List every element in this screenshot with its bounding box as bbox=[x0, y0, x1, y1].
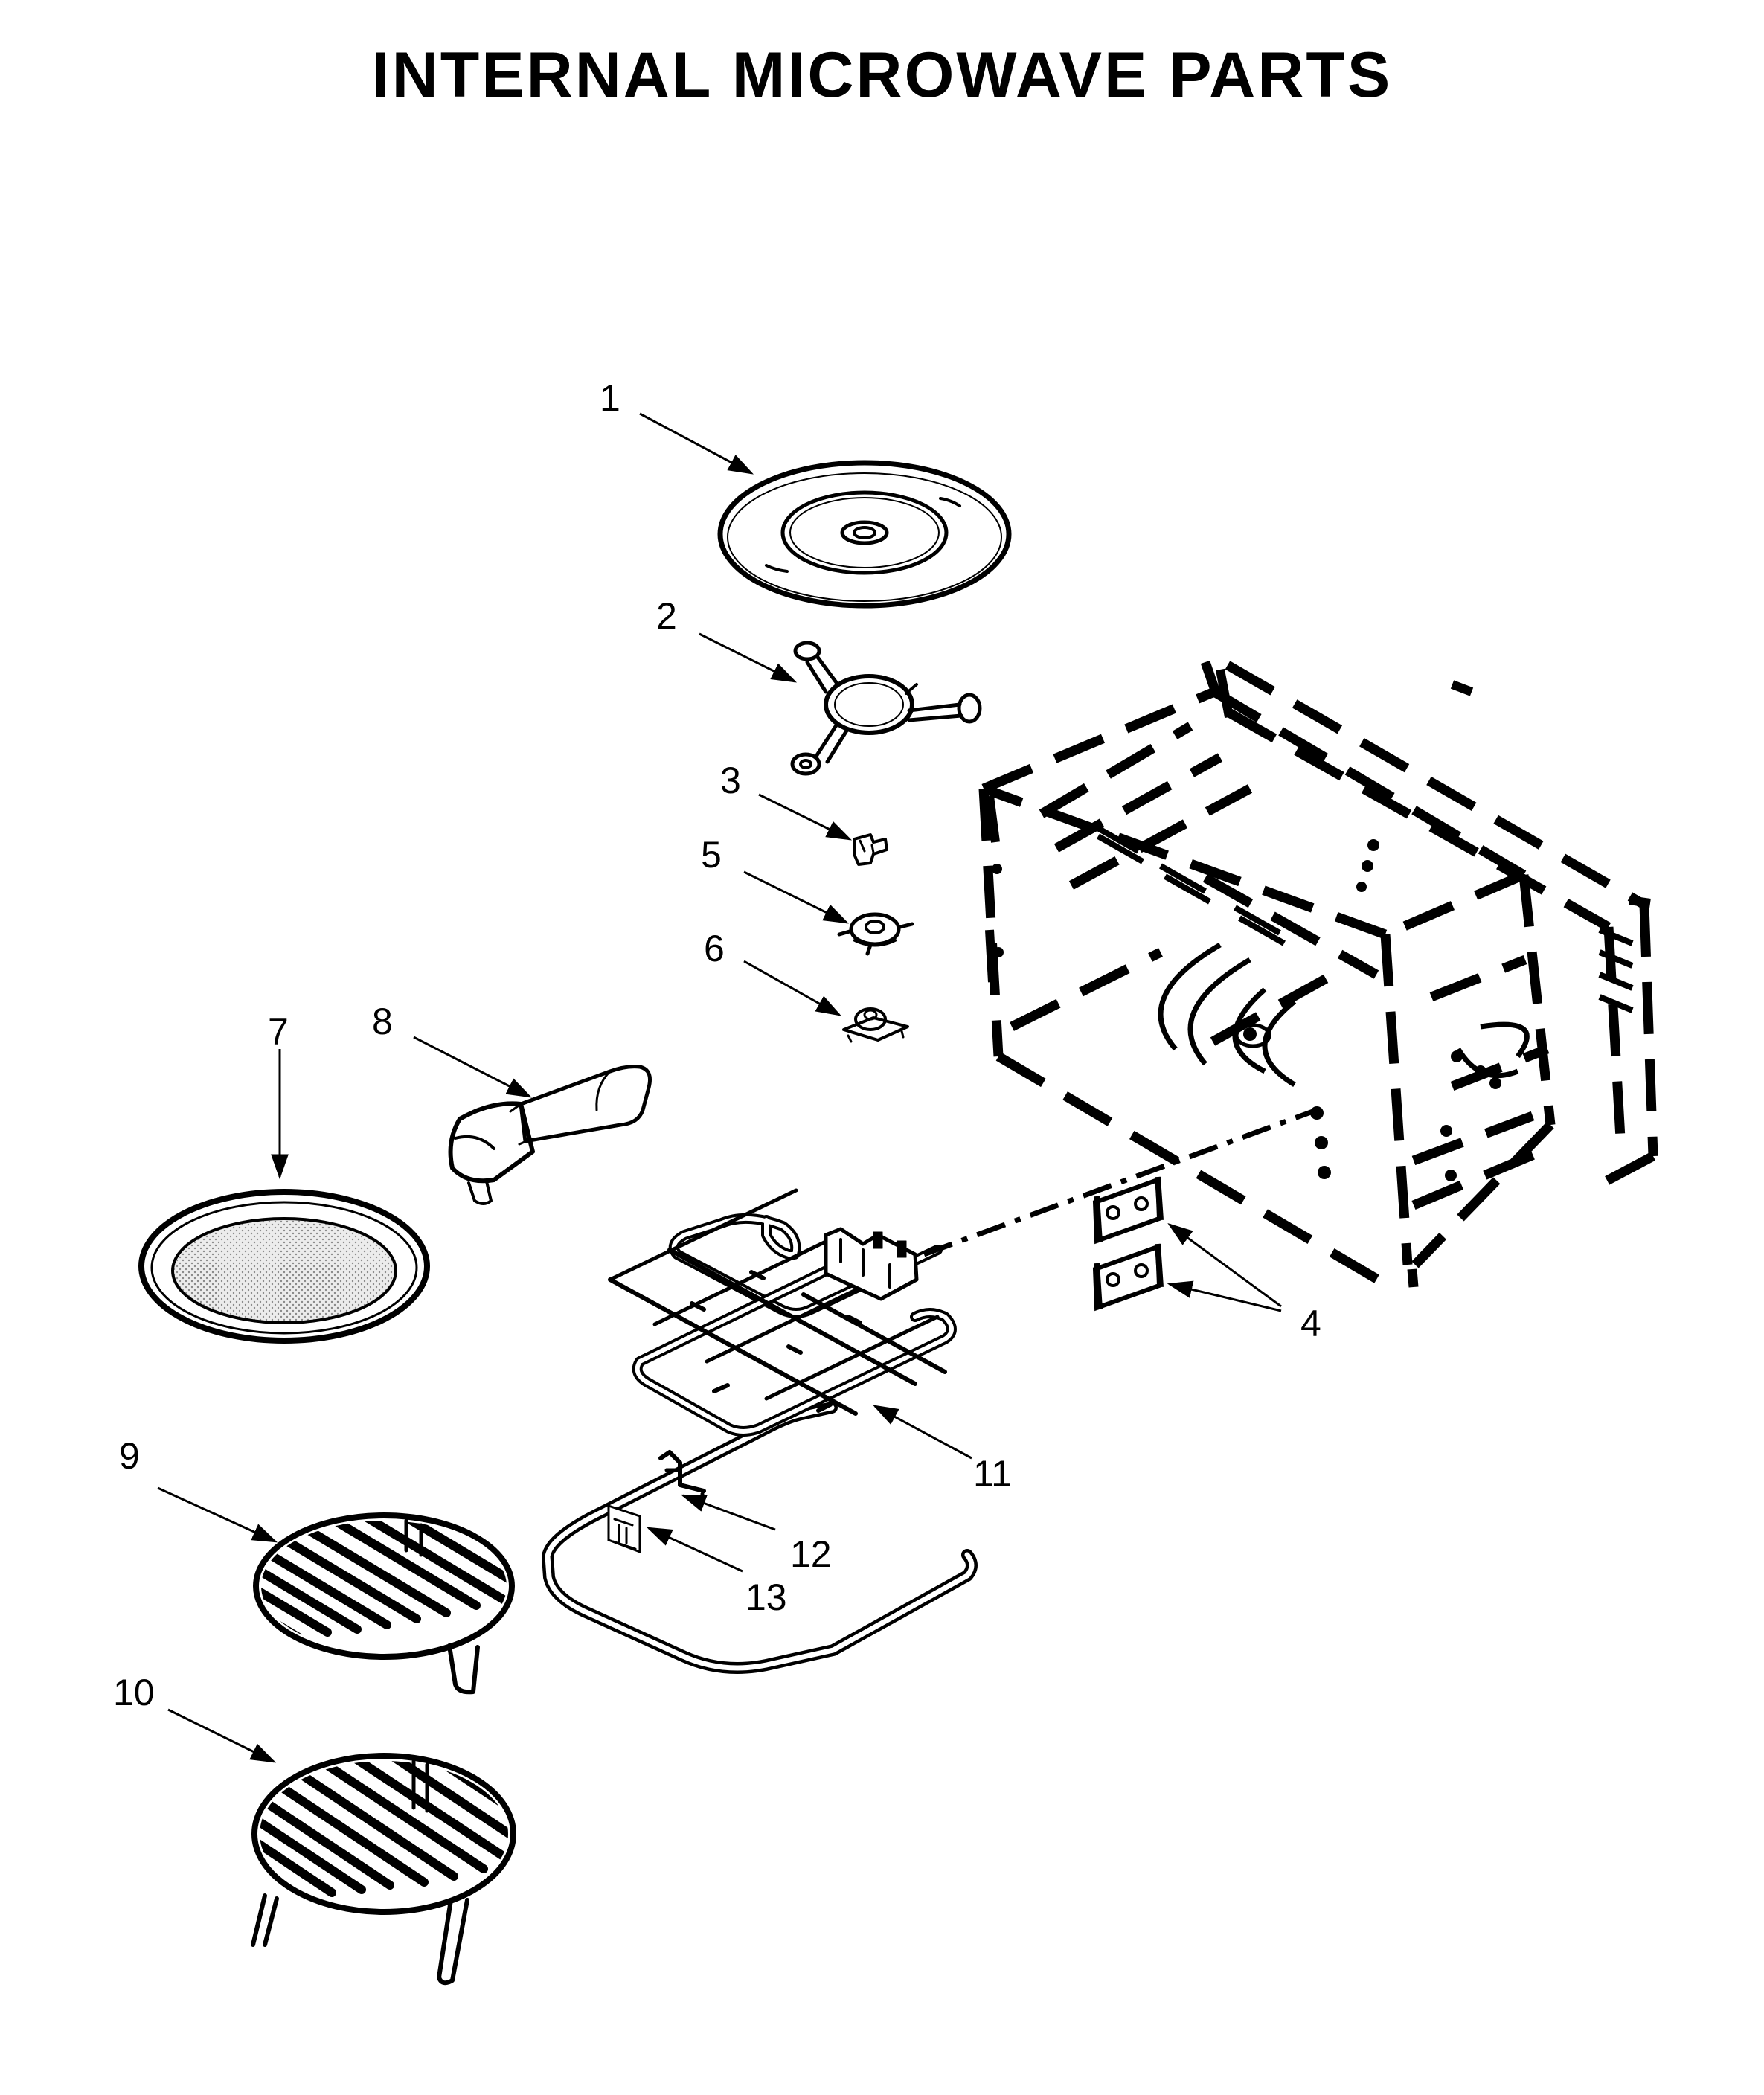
callout-11: 11 bbox=[973, 1453, 1012, 1495]
callout-3: 3 bbox=[720, 760, 741, 801]
low-rack bbox=[251, 1753, 516, 1986]
turntable-tray bbox=[717, 460, 1012, 609]
alignment-line bbox=[923, 1107, 1318, 1257]
heating-element bbox=[542, 1188, 978, 1674]
insulator-pads bbox=[1092, 1176, 1164, 1312]
handle bbox=[448, 1065, 652, 1205]
roller-support bbox=[790, 641, 982, 776]
callout-6: 6 bbox=[704, 928, 725, 969]
label-part bbox=[607, 1504, 641, 1554]
motor bbox=[842, 1007, 909, 1043]
callout-7: 7 bbox=[268, 1011, 289, 1053]
callout-8: 8 bbox=[372, 1001, 393, 1042]
high-rack bbox=[253, 1512, 515, 1695]
callout-12: 12 bbox=[790, 1533, 832, 1575]
callout-4: 4 bbox=[1300, 1303, 1321, 1344]
coupler bbox=[853, 833, 888, 866]
callout-1: 1 bbox=[600, 377, 620, 419]
callout-5: 5 bbox=[701, 834, 722, 876]
turntable-motor bbox=[837, 912, 914, 956]
callout-13: 13 bbox=[745, 1576, 787, 1618]
leader-arrows bbox=[157, 412, 1282, 1763]
callout-9: 9 bbox=[119, 1435, 140, 1477]
page-title: INTERNAL MICROWAVE PARTS bbox=[371, 39, 1393, 111]
callout-10: 10 bbox=[113, 1672, 155, 1713]
oven-cavity bbox=[978, 660, 1658, 1288]
crisper-pan bbox=[138, 1189, 430, 1344]
callout-2: 2 bbox=[656, 595, 677, 637]
